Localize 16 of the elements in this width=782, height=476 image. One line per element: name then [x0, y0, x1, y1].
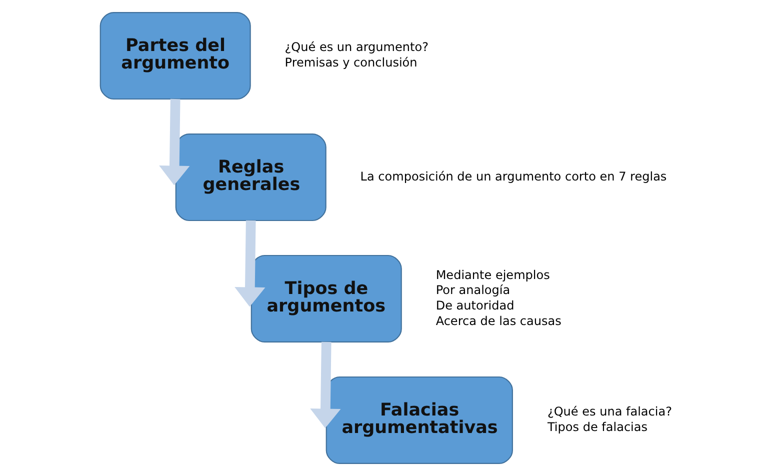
node-label: Por analogía: [435, 283, 510, 298]
node-label: Acerca de las causas: [435, 314, 561, 328]
node-label: Mediante ejemplos: [435, 268, 550, 282]
node-box: Tipos de argumentos: [250, 254, 402, 343]
node-label: Tipos de falacias: [546, 420, 648, 434]
node-label: De autoridad: [435, 298, 514, 312]
arrow: [310, 342, 340, 428]
arrow: [234, 220, 265, 307]
node-label: Premisas y conclusión: [284, 56, 417, 70]
node-label: ¿Qué es un argumento?: [284, 40, 428, 54]
node-label: La composición de un argumento corto en 7 reglas: [360, 169, 666, 184]
node-box: Falacias argumentativas: [325, 376, 512, 464]
node-box: Partes del argumento: [99, 12, 250, 100]
node-label: ¿Qué es una falacia?: [546, 404, 672, 419]
node-box: Reglas generales: [174, 133, 326, 222]
arrow: [158, 98, 190, 186]
